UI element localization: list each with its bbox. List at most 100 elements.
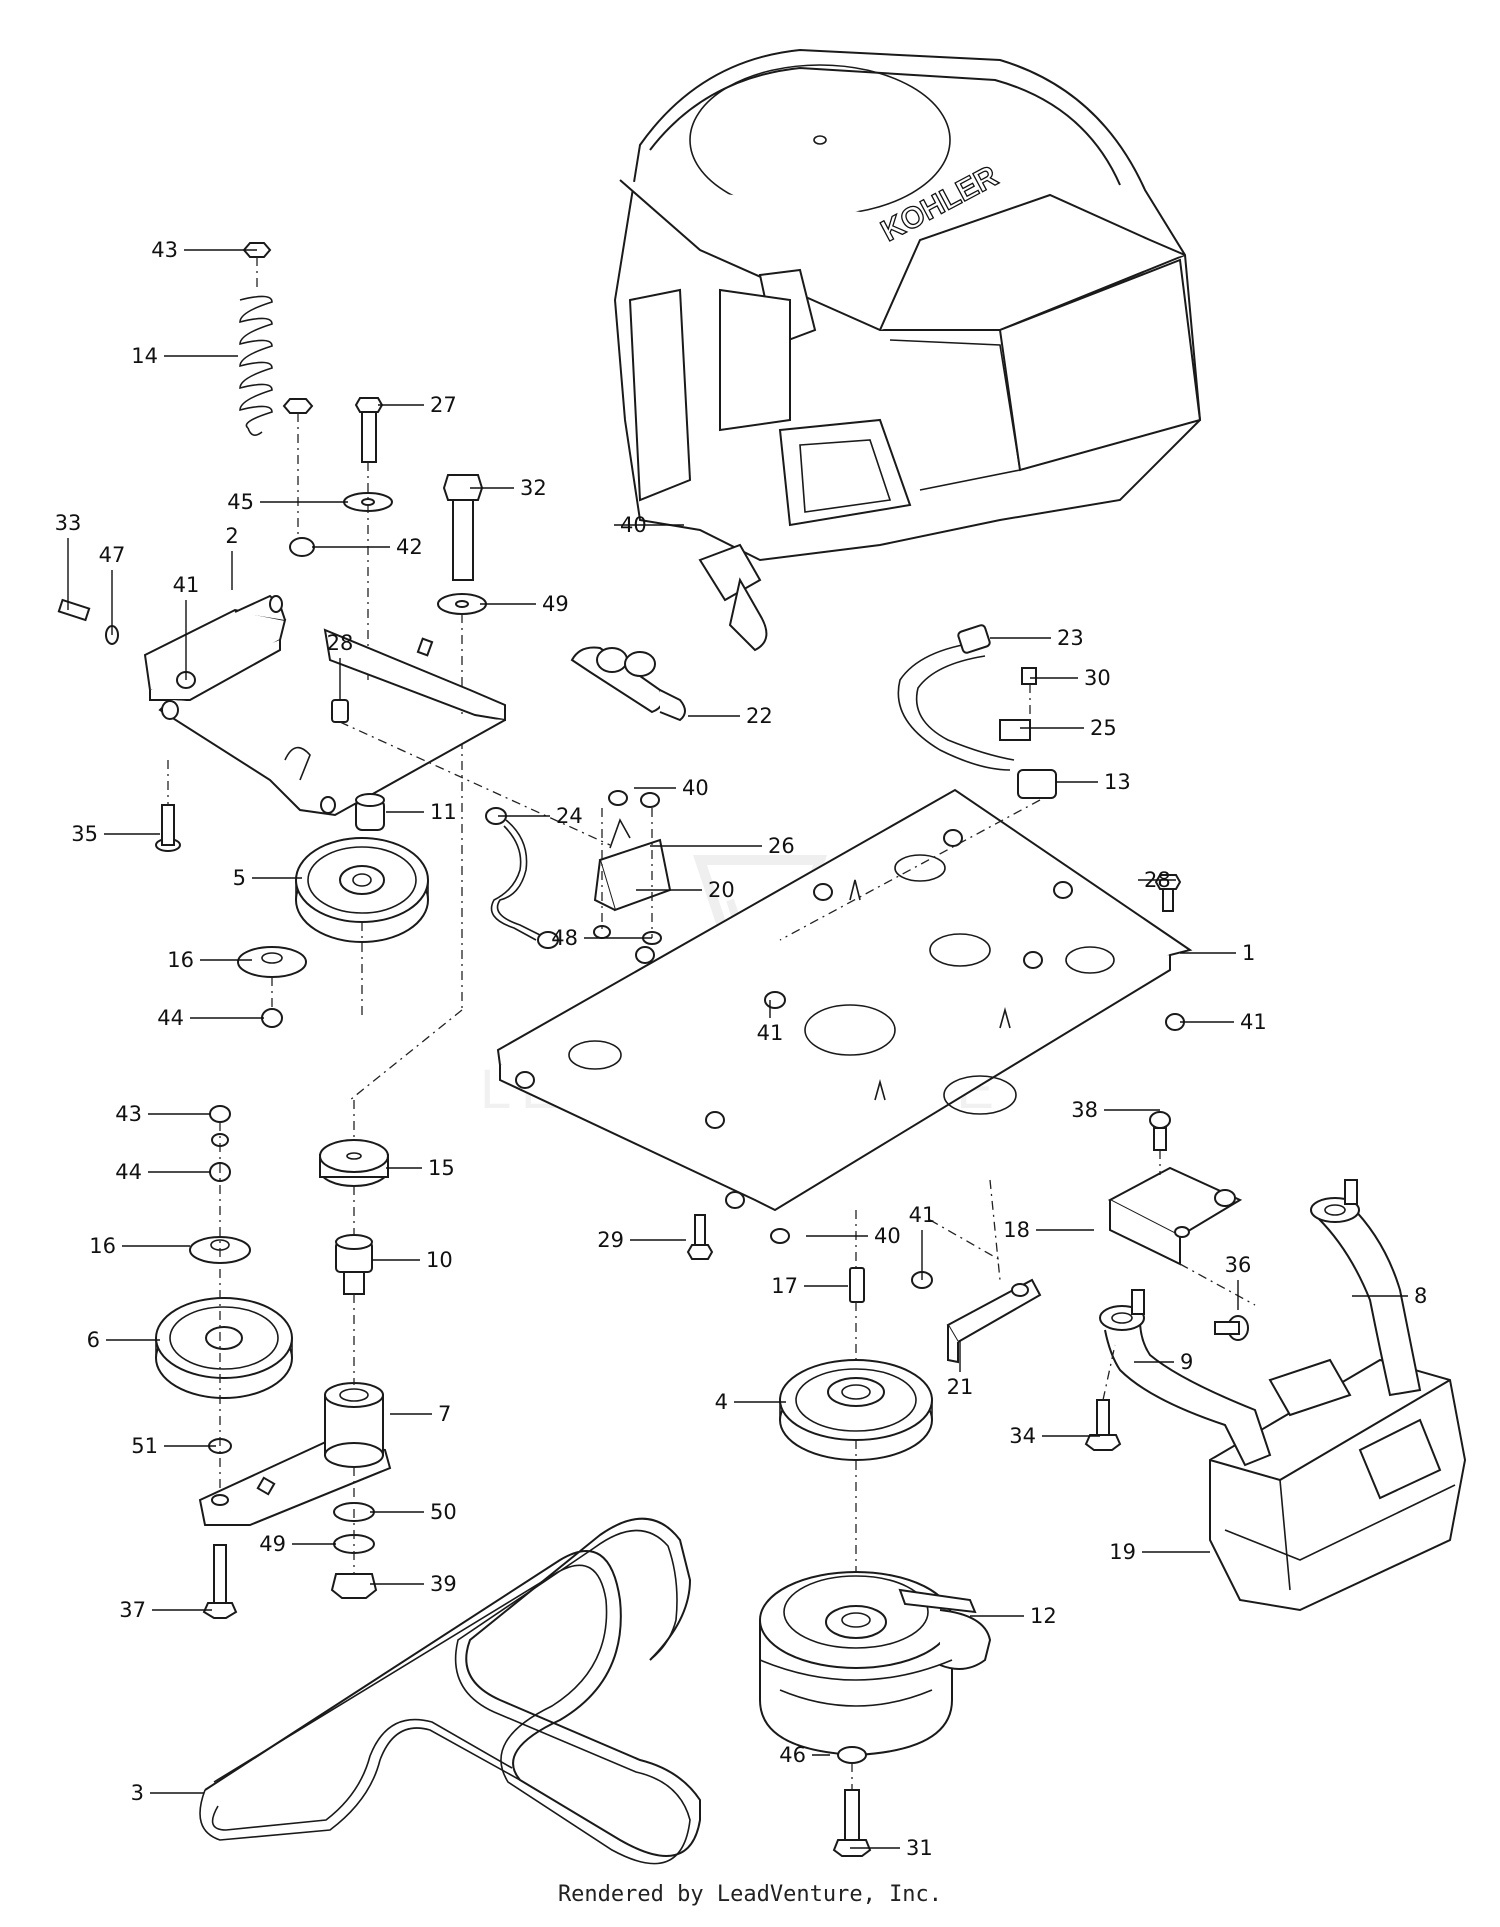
callout-c29: 29 [597, 1228, 686, 1252]
callout-c6: 6 [87, 1328, 160, 1352]
callout-c31: 31 [850, 1836, 933, 1860]
callout-c45: 45 [227, 490, 348, 514]
callout-number: 2 [225, 524, 238, 548]
callout-number: 44 [157, 1006, 184, 1030]
callout-c23: 23 [990, 626, 1084, 650]
callout-number: 3 [131, 1781, 144, 1805]
callout-c7: 7 [390, 1402, 451, 1426]
callout-number: 31 [906, 1836, 933, 1860]
callout-number: 27 [430, 393, 457, 417]
callout-number: 13 [1104, 770, 1131, 794]
callout-number: 48 [551, 926, 578, 950]
callout-c37: 37 [119, 1598, 212, 1622]
callout-c10: 10 [372, 1248, 453, 1272]
callout-number: 43 [115, 1102, 142, 1126]
callout-number: 6 [87, 1328, 100, 1352]
callout-number: 8 [1414, 1284, 1427, 1308]
callout-number: 20 [708, 878, 735, 902]
callout-number: 16 [167, 948, 194, 972]
callout-number: 46 [779, 1743, 806, 1767]
callout-c49b: 49 [259, 1532, 336, 1556]
spacer-15-10 [319, 1009, 463, 1385]
fuel-line [897, 624, 1057, 799]
callout-number: 11 [430, 800, 457, 824]
callout-c1: 1 [1180, 941, 1255, 965]
callout-c51: 51 [131, 1434, 216, 1458]
callout-number: 40 [620, 513, 647, 537]
callout-number: 32 [520, 476, 547, 500]
idler-pulley-5 [295, 837, 429, 943]
callout-number: 37 [119, 1598, 146, 1622]
callout-c4: 4 [715, 1390, 786, 1414]
callout-c34: 34 [1009, 1424, 1100, 1448]
callout-c44b: 44 [115, 1160, 210, 1184]
callout-number: 24 [556, 804, 583, 828]
callout-c16b: 16 [89, 1234, 190, 1258]
callout-c2: 2 [225, 524, 239, 590]
callout-c28a: 28 [327, 631, 353, 700]
callout-number: 15 [428, 1156, 455, 1180]
callout-number: 23 [1057, 626, 1084, 650]
pulley-cap-16-upper [237, 922, 363, 1028]
callout-c33: 33 [55, 511, 82, 610]
muffler-assembly [1084, 1111, 1467, 1612]
callout-c41a: 41 [173, 573, 200, 680]
callout-number: 1 [1242, 941, 1255, 965]
callout-c36: 36 [1225, 1253, 1251, 1310]
callout-c46: 46 [779, 1743, 830, 1767]
callout-c11: 11 [386, 800, 457, 824]
callout-c17: 17 [771, 1274, 848, 1298]
callout-number: 41 [1240, 1010, 1267, 1034]
callout-c30: 30 [1030, 666, 1111, 690]
callout-c9: 9 [1134, 1350, 1193, 1374]
callout-c35: 35 [71, 822, 160, 846]
callout-number: 29 [597, 1228, 624, 1252]
callout-c32: 32 [470, 476, 547, 500]
solenoid-group [485, 646, 686, 949]
callout-c28b: 28 [1138, 868, 1176, 892]
callout-c14: 14 [131, 344, 238, 368]
callout-number: 45 [227, 490, 254, 514]
callout-c21: 21 [947, 1340, 973, 1399]
clutch-assembly [759, 1210, 992, 1857]
callout-c41d: 41 [909, 1203, 935, 1280]
callout-number: 42 [396, 535, 423, 559]
callout-number: 47 [99, 543, 126, 567]
callout-number: 7 [438, 1402, 451, 1426]
callout-c3: 3 [131, 1781, 204, 1805]
callout-number: 41 [173, 573, 200, 597]
callout-number: 33 [55, 511, 82, 535]
idler-arm-7 [198, 1382, 392, 1526]
callout-number: 26 [768, 834, 795, 858]
callout-number: 18 [1003, 1218, 1030, 1242]
callout-number: 5 [233, 866, 246, 890]
engine-plate-1 [496, 788, 1193, 1260]
callout-number: 40 [874, 1224, 901, 1248]
callout-c44a: 44 [157, 1006, 264, 1030]
callout-number: 9 [1180, 1350, 1193, 1374]
callout-number: 22 [746, 704, 773, 728]
callout-number: 4 [715, 1390, 728, 1414]
callout-number: 43 [151, 238, 178, 262]
callout-number: 49 [542, 592, 569, 616]
callout-c47: 47 [99, 543, 126, 635]
callout-c12: 12 [970, 1604, 1057, 1628]
callout-number: 16 [89, 1234, 116, 1258]
callout-number: 25 [1090, 716, 1117, 740]
hardware-stack-49-50-39 [202, 1467, 378, 1619]
callout-number: 12 [1030, 1604, 1057, 1628]
callout-c48: 48 [551, 926, 652, 950]
engine: KOHLER [613, 48, 1202, 652]
callout-c40a: 40 [614, 513, 684, 537]
callout-number: 40 [682, 776, 709, 800]
callout-number: 14 [131, 344, 158, 368]
callout-number: 35 [71, 822, 98, 846]
callout-c15: 15 [386, 1156, 455, 1180]
callout-number: 34 [1009, 1424, 1036, 1448]
callout-number: 10 [426, 1248, 453, 1272]
callout-c42: 42 [312, 535, 423, 559]
callout-number: 28 [1144, 868, 1171, 892]
callout-c49a: 49 [480, 592, 569, 616]
drive-belt-3 [199, 1517, 701, 1865]
